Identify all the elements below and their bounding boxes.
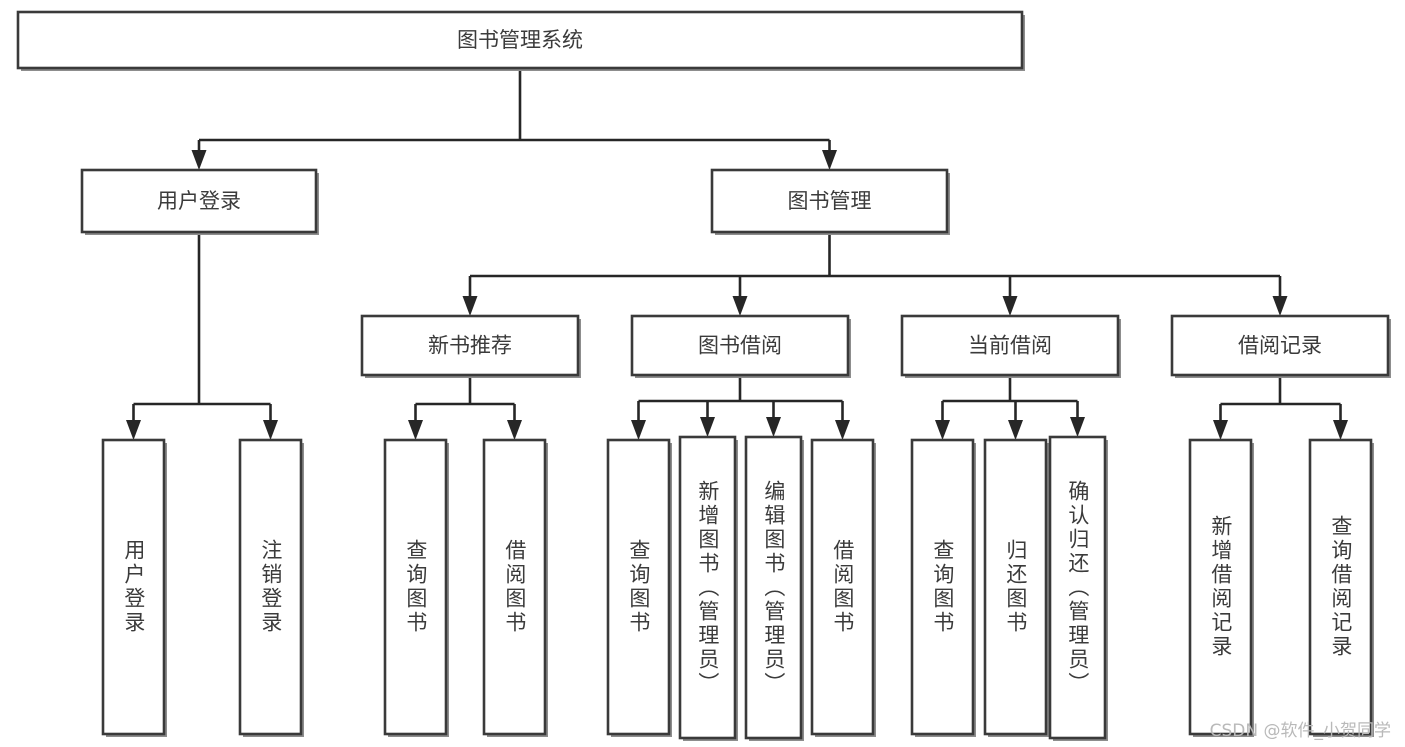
leaf-arrow-图书借阅-1-head [700, 417, 715, 437]
node-label-新书推荐-l3-0: 新书推荐 [428, 334, 512, 358]
node-label-当前借阅-l3-2: 当前借阅 [968, 334, 1052, 358]
leaf-arrow-新书推荐-1-head [507, 420, 522, 440]
level3-arrow-1-head [732, 296, 748, 316]
leaf-arrow-借阅记录-1-head [1333, 420, 1348, 440]
leaf-arrow-新书推荐-0-head [408, 420, 423, 440]
connector-layer [126, 68, 1348, 440]
leaf-arrow-图书借阅-3-head [835, 420, 850, 440]
leaf-box-查询借阅记录-12[interactable] [1308, 438, 1373, 736]
node-box-借阅记录-l3-3[interactable] [1170, 314, 1390, 377]
leaf-box-归还图书-9[interactable] [983, 438, 1048, 736]
leaf-box-查询图书-2[interactable] [383, 438, 448, 736]
box-layer [16, 10, 1391, 741]
level3-arrow-3-head [1272, 296, 1288, 316]
leaf-box-新增图书管理员-5[interactable] [678, 435, 737, 740]
level2-arrow-0-head [191, 150, 207, 170]
leaf-arrow-借阅记录-0-head [1213, 420, 1228, 440]
leaf-arrow-图书借阅-0-head [631, 420, 646, 440]
leaf-box-借阅图书-7[interactable] [810, 438, 875, 736]
node-box-图书管理-l2-1[interactable] [710, 168, 949, 234]
leaf-box-编辑图书管理员-6[interactable] [744, 435, 803, 740]
leaf-arrow-用户登录-1-head [263, 420, 278, 440]
node-box-新书推荐-l3-0[interactable] [360, 314, 580, 377]
leaf-arrow-当前借阅-2-head [1070, 417, 1085, 437]
watermark-text: CSDN @软件_小贺同学 [1209, 721, 1391, 741]
leaf-box-查询图书-8[interactable] [910, 438, 975, 736]
leaf-box-用户登录-0[interactable] [101, 438, 166, 736]
node-label-图书借阅-l3-1: 图书借阅 [698, 334, 782, 358]
node-label-图书管理-l2-1: 图书管理 [788, 189, 872, 213]
leaf-arrow-当前借阅-1-head [1008, 420, 1023, 440]
node-label-用户登录-l2-0: 用户登录 [157, 189, 241, 213]
node-box-用户登录-l2-0[interactable] [80, 168, 318, 234]
leaf-box-新增借阅记录-11[interactable] [1188, 438, 1253, 736]
leaf-arrow-图书借阅-2-head [766, 417, 781, 437]
level2-arrow-1-head [822, 150, 837, 170]
level3-arrow-2-head [1002, 296, 1018, 316]
leaf-arrow-用户登录-0-head [126, 420, 141, 440]
node-label-借阅记录-l3-3: 借阅记录 [1238, 334, 1322, 358]
node-box-图书借阅-l3-1[interactable] [630, 314, 850, 377]
level3-arrow-0-head [462, 296, 478, 316]
leaf-box-查询图书-4[interactable] [606, 438, 671, 736]
leaf-box-确认归还管理员-10[interactable] [1048, 435, 1107, 740]
node-box-当前借阅-l3-2[interactable] [900, 314, 1120, 377]
leaf-box-注销登录-1[interactable] [238, 438, 303, 736]
leaf-box-借阅图书-3[interactable] [482, 438, 547, 736]
leaf-arrow-当前借阅-0-head [935, 420, 950, 440]
node-label-root: 图书管理系统 [457, 28, 583, 52]
node-box-root[interactable] [16, 10, 1024, 70]
